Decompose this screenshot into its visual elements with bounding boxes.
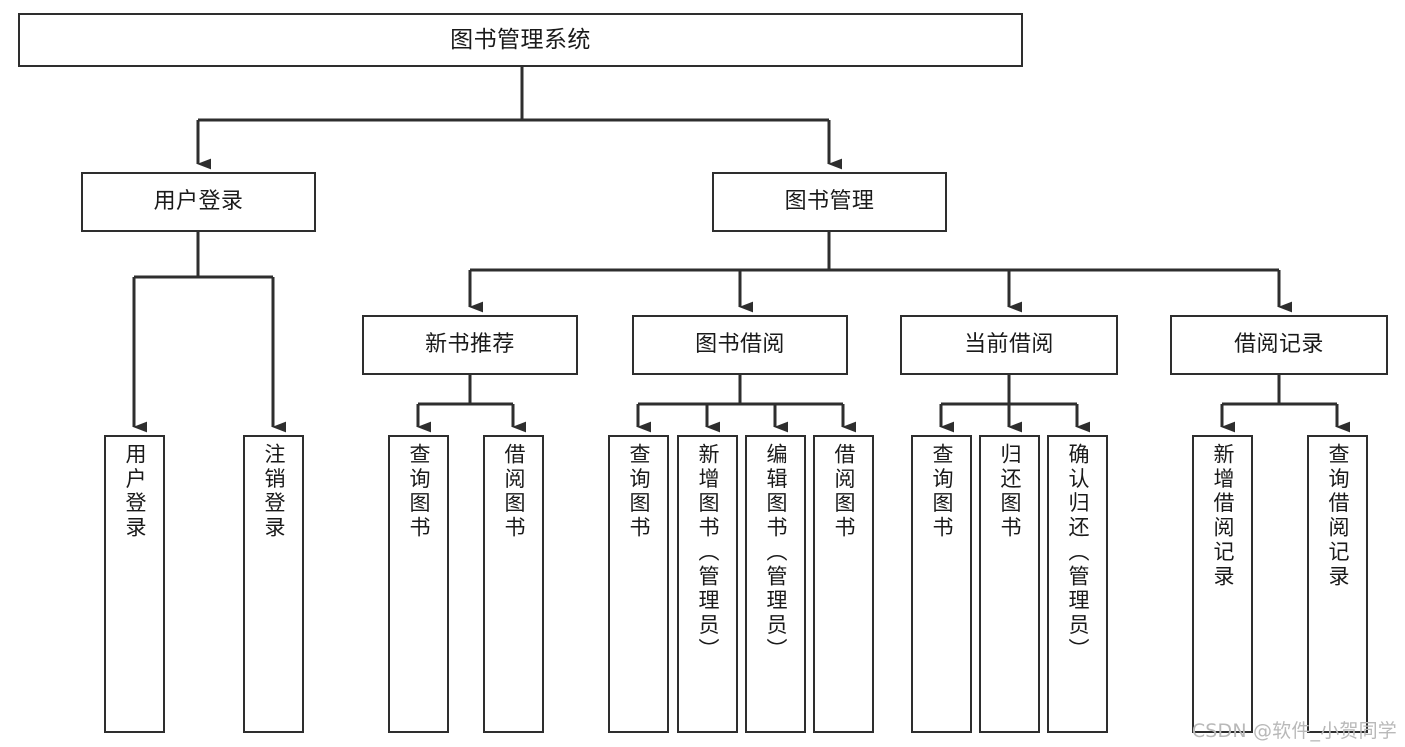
node-label: 借阅图书 (832, 443, 856, 541)
node-label: 新增借阅记录 (1211, 443, 1235, 590)
node-label: 注销登录 (262, 443, 286, 541)
node-label: 图书管理 (784, 188, 875, 214)
node-label: 借阅图书 (502, 443, 526, 541)
node-new-book-recommend[interactable]: 新书推荐 (362, 315, 578, 375)
node-leaf-return-book[interactable]: 归还图书 (979, 435, 1040, 733)
node-label: 查询图书 (407, 443, 431, 541)
node-label: 用户登录 (123, 443, 147, 541)
csdn-watermark: CSDN @软件_小贺同学 (1191, 720, 1397, 742)
node-leaf-logout-login[interactable]: 注销登录 (243, 435, 304, 733)
node-book-management-system[interactable]: 图书管理系统 (18, 13, 1023, 67)
node-label: 查询图书 (930, 443, 954, 541)
node-leaf-borrow-book[interactable]: 借阅图书 (813, 435, 874, 733)
node-label: 编辑图书（管理员） (764, 443, 788, 663)
node-book-borrow[interactable]: 图书借阅 (632, 315, 848, 375)
node-label: 查询借阅记录 (1326, 443, 1350, 590)
node-leaf-query-book-current[interactable]: 查询图书 (911, 435, 972, 733)
node-label: 图书借阅 (695, 331, 785, 357)
node-user-login[interactable]: 用户登录 (81, 172, 316, 232)
node-leaf-query-book-recommend[interactable]: 查询图书 (388, 435, 449, 733)
node-book-manage[interactable]: 图书管理 (712, 172, 947, 232)
node-label: 新增图书（管理员） (696, 443, 720, 663)
node-label: 归还图书 (998, 443, 1022, 541)
node-leaf-edit-book[interactable]: 编辑图书（管理员） (745, 435, 806, 733)
node-leaf-query-borrow-record[interactable]: 查询借阅记录 (1307, 435, 1368, 733)
node-label: 借阅记录 (1234, 331, 1324, 357)
node-label: 用户登录 (153, 188, 244, 214)
node-borrow-record[interactable]: 借阅记录 (1170, 315, 1388, 375)
node-leaf-add-book[interactable]: 新增图书（管理员） (677, 435, 738, 733)
node-leaf-user-login[interactable]: 用户登录 (104, 435, 165, 733)
node-label: 确认归还（管理员） (1066, 443, 1090, 663)
node-leaf-add-borrow-record[interactable]: 新增借阅记录 (1192, 435, 1253, 733)
node-current-borrow[interactable]: 当前借阅 (900, 315, 1118, 375)
node-leaf-confirm-return[interactable]: 确认归还（管理员） (1047, 435, 1108, 733)
node-label: 图书管理系统 (450, 26, 591, 53)
node-leaf-query-book-borrow[interactable]: 查询图书 (608, 435, 669, 733)
node-leaf-borrow-book-recommend[interactable]: 借阅图书 (483, 435, 544, 733)
node-label: 新书推荐 (425, 331, 515, 357)
node-label: 查询图书 (627, 443, 651, 541)
node-label: 当前借阅 (964, 331, 1054, 357)
